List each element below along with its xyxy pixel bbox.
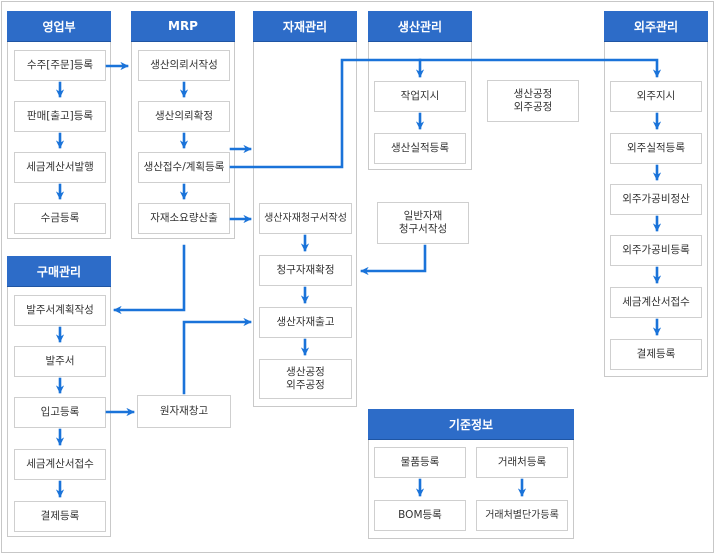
purchasing-tax-invoice-receipt: 세금계산서접수 [14, 449, 106, 480]
outsourcing-cost-registration: 외주가공비등록 [610, 235, 702, 266]
master-vendor-price-registration: 거래처별단가등록 [476, 500, 568, 531]
materials-request-confirm: 청구자재확정 [259, 255, 352, 286]
outsourcing-header: 외주관리 [604, 11, 708, 41]
production-header: 생산관리 [368, 11, 472, 41]
mrp-production-plan-registration: 생산접수/계획등록 [138, 152, 230, 183]
master-data-header: 기준정보 [368, 409, 574, 439]
master-item-registration: 물품등록 [374, 447, 466, 478]
production-work-order: 작업지시 [374, 81, 466, 112]
outsourcing-order: 외주지시 [610, 81, 702, 112]
materials-issue: 생산자재출고 [259, 307, 352, 338]
raw-material-warehouse: 원자재창고 [137, 395, 231, 428]
purchasing-order-plan-draft: 발주서계획작성 [14, 295, 106, 326]
purchasing-order: 발주서 [14, 346, 106, 377]
mrp-production-request-draft: 생산의뢰서작성 [138, 50, 230, 81]
general-material-request-draft: 일반자재 청구서작성 [377, 202, 469, 244]
sales-tax-invoice-issue: 세금계산서발행 [14, 152, 106, 183]
sales-shipment-registration: 판매[출고]등록 [14, 101, 106, 132]
master-bom-registration: BOM등록 [374, 500, 466, 531]
sales-order-registration: 수주[주문]등록 [14, 50, 106, 81]
mrp-production-request-confirm: 생산의뢰확정 [138, 101, 230, 132]
purchasing-header: 구매관리 [7, 256, 111, 286]
materials-request-draft: 생산자재청구서작성 [259, 203, 352, 234]
purchasing-payment-registration: 결제등록 [14, 501, 106, 532]
sales-header: 영업부 [7, 11, 111, 41]
outsourcing-tax-invoice-receipt: 세금계산서접수 [610, 287, 702, 318]
outsourcing-payment-registration: 결제등록 [610, 339, 702, 370]
mrp-header: MRP [131, 11, 235, 41]
mrp-material-requirement-calc: 자재소요량산출 [138, 203, 230, 234]
outsourcing-result-registration: 외주실적등록 [610, 133, 702, 164]
outsourcing-cost-settlement: 외주가공비정산 [610, 184, 702, 215]
production-result-registration: 생산실적등록 [374, 133, 466, 164]
materials-production-outsourcing-process: 생산공정 외주공정 [259, 359, 352, 399]
sales-collection-registration: 수금등록 [14, 203, 106, 234]
production-outsourcing-process-note: 생산공정 외주공정 [487, 80, 579, 122]
purchasing-receipt-registration: 입고등록 [14, 397, 106, 428]
master-vendor-registration: 거래처등록 [476, 447, 568, 478]
materials-header: 자재관리 [253, 11, 357, 41]
